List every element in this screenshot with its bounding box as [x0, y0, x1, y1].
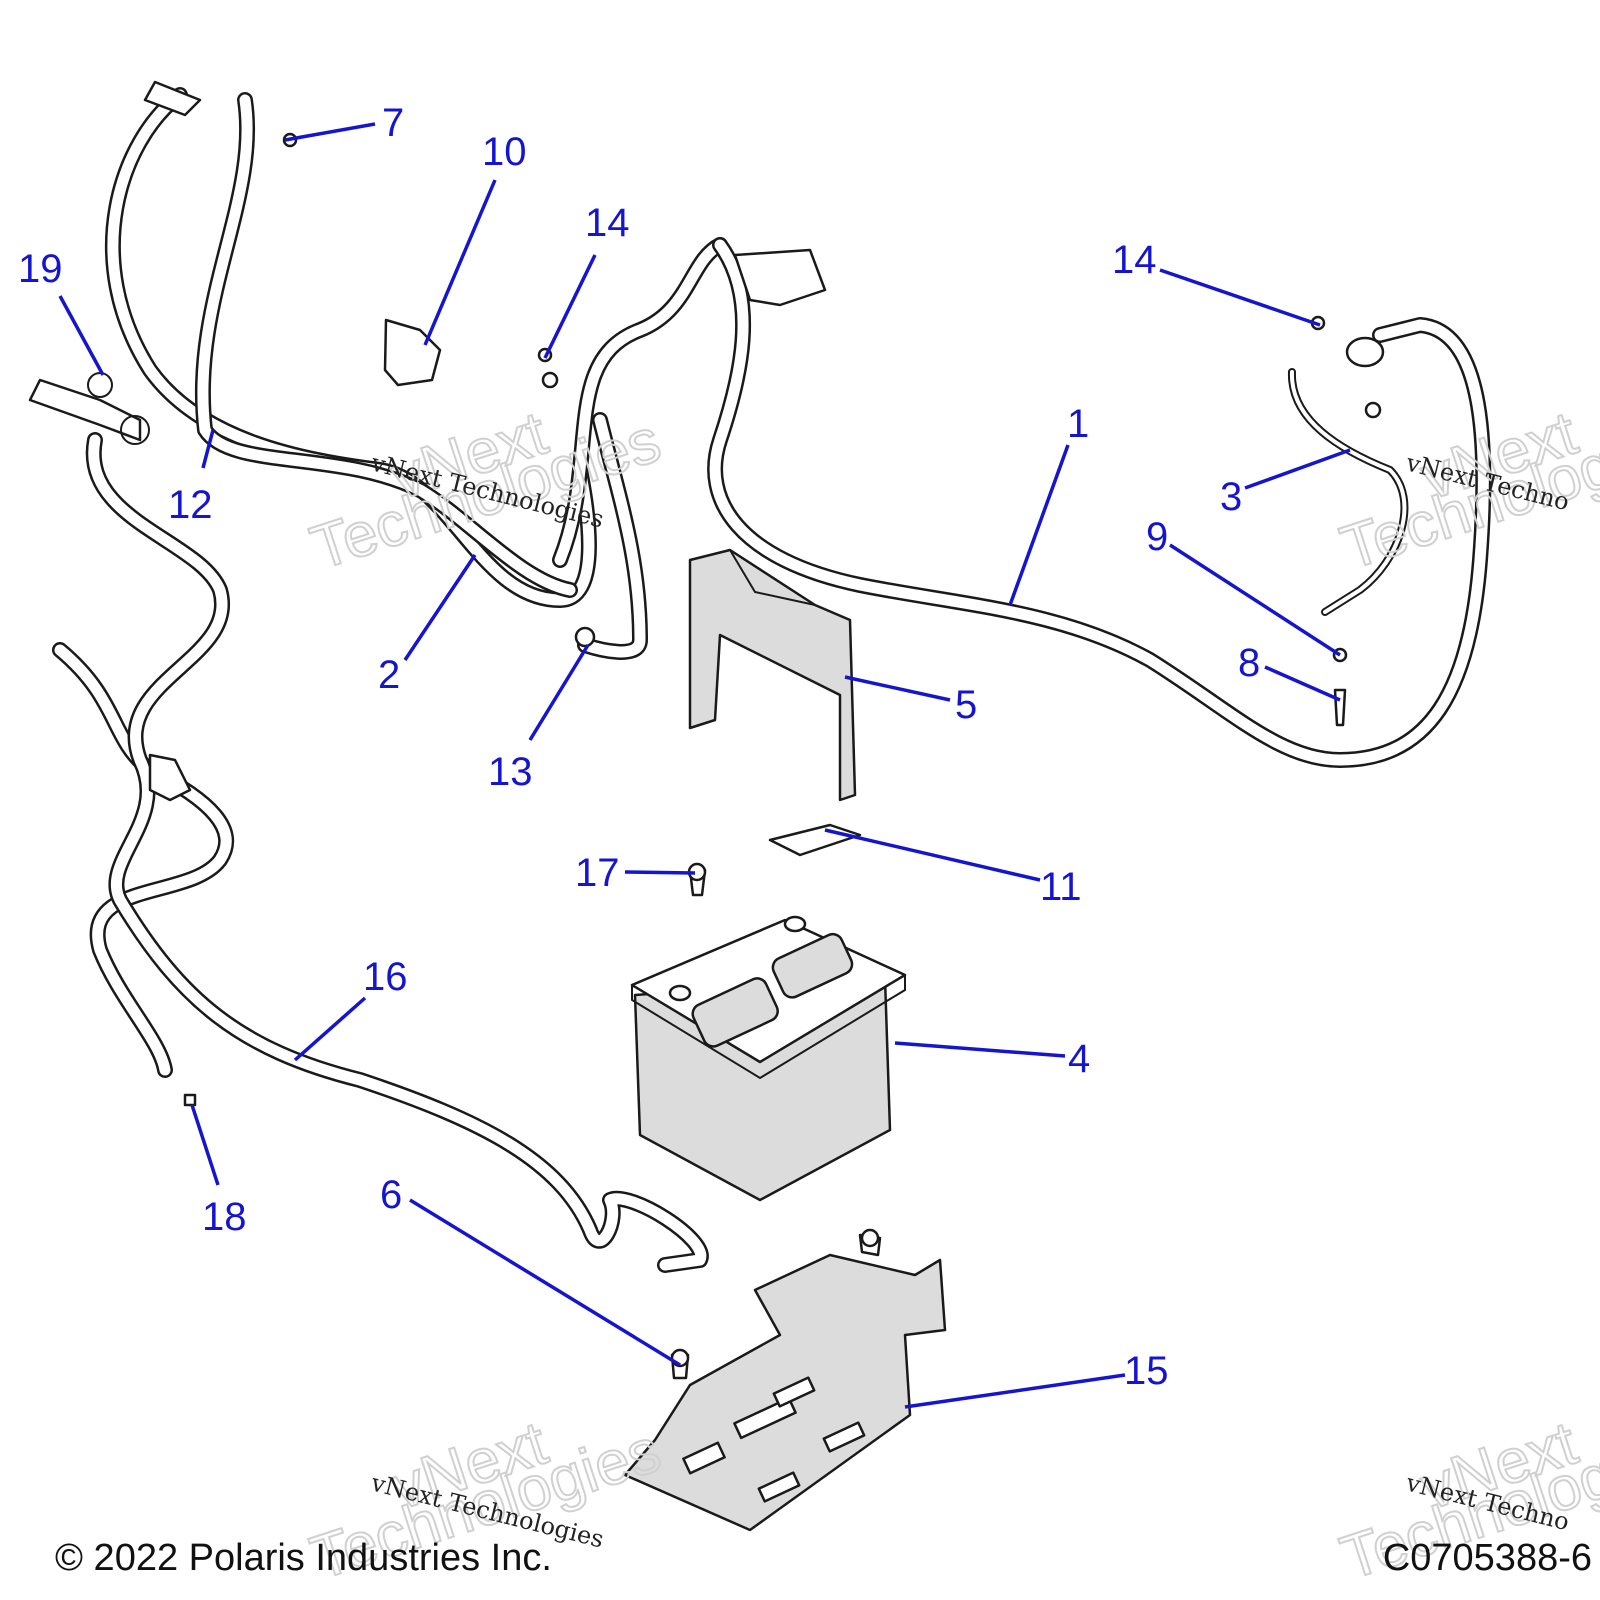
- callout-3: 3: [1220, 475, 1242, 519]
- callout-19: 19: [18, 247, 63, 291]
- callout-18: 18: [202, 1195, 247, 1239]
- callout-2: 2: [378, 653, 400, 697]
- callout-labels: 1 2 3 4 5 6 7 8 9 10 11 12 13 14 14 15 1…: [18, 101, 1260, 1393]
- callout-1: 1: [1067, 402, 1089, 446]
- drawing-number: C0705388-6: [1383, 1537, 1592, 1579]
- callout-12: 12: [168, 483, 213, 527]
- callout-4: 4: [1068, 1037, 1090, 1081]
- callout-14-right: 14: [1112, 238, 1157, 282]
- callout-11: 11: [1040, 865, 1082, 909]
- battery: [630, 915, 907, 1202]
- callout-8: 8: [1238, 641, 1260, 685]
- callout-7: 7: [382, 101, 404, 145]
- callout-10: 10: [482, 130, 527, 174]
- callout-15: 15: [1124, 1349, 1169, 1393]
- callout-14-center: 14: [585, 201, 630, 245]
- leader-lines: [58, 122, 1351, 1409]
- small-hardware: [28, 80, 1385, 1380]
- callout-13: 13: [488, 750, 533, 794]
- battery-strap: [688, 548, 857, 802]
- callout-16: 16: [363, 955, 408, 999]
- callout-6: 6: [380, 1173, 402, 1217]
- copyright-notice: © 2022 Polaris Industries Inc.: [55, 1537, 552, 1579]
- callout-17: 17: [575, 851, 620, 895]
- callout-5: 5: [955, 683, 977, 727]
- callout-9: 9: [1146, 515, 1168, 559]
- cable-harnesses: [52, 87, 1492, 1273]
- battery-tray: [623, 1253, 947, 1532]
